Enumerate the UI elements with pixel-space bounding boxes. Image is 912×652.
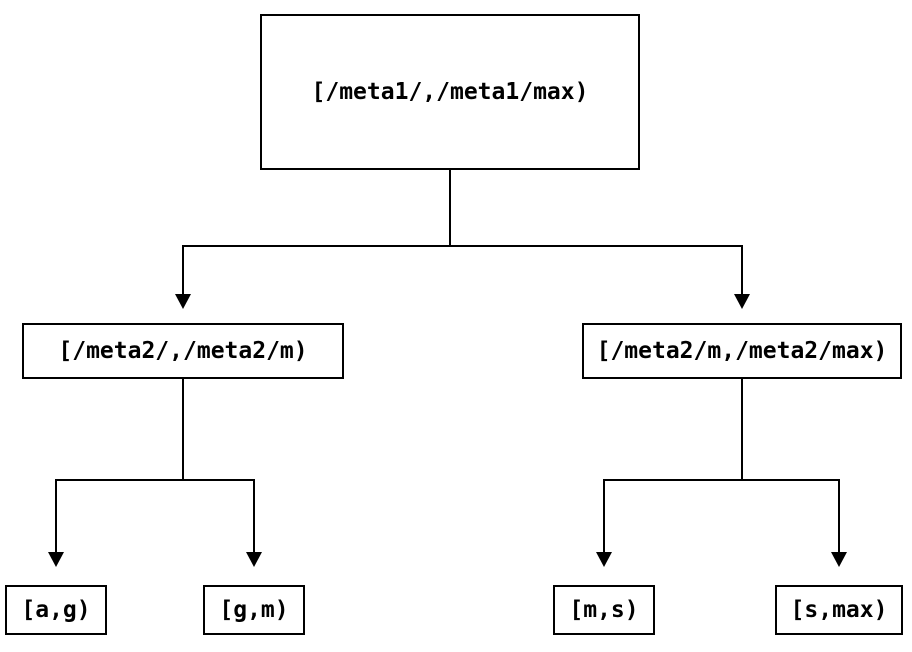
edge-root-to-left-drop (182, 245, 184, 294)
edge-meta2-left-stem (182, 379, 184, 481)
tree-node-meta2-left: [/meta2/,/meta2/m) (22, 323, 344, 379)
edge-meta2-left-split-bar (55, 479, 255, 481)
edge-right-to-smax-drop (838, 479, 840, 552)
tree-node-root: [/meta1/,/meta1/max) (260, 14, 640, 170)
tree-leaf-gm: [g,m) (203, 585, 305, 635)
arrowhead-down-icon (596, 552, 612, 567)
edge-root-to-right-drop (741, 245, 743, 294)
tree-leaf-smax-label: [s,max) (790, 597, 888, 623)
edge-meta2-right-split-bar (603, 479, 840, 481)
edge-meta2-right-stem (741, 379, 743, 481)
edge-right-to-ms-drop (603, 479, 605, 552)
tree-leaf-ms-label: [m,s) (569, 597, 639, 623)
tree-leaf-ms: [m,s) (553, 585, 655, 635)
arrowhead-down-icon (831, 552, 847, 567)
tree-node-meta2-right-label: [/meta2/m,/meta2/max) (596, 338, 888, 364)
tree-leaf-smax: [s,max) (775, 585, 903, 635)
tree-leaf-ag: [a,g) (5, 585, 107, 635)
edge-left-to-gm-drop (253, 479, 255, 552)
tree-node-meta2-left-label: [/meta2/,/meta2/m) (58, 338, 308, 364)
arrowhead-down-icon (48, 552, 64, 567)
arrowhead-down-icon (246, 552, 262, 567)
tree-node-meta2-right: [/meta2/m,/meta2/max) (582, 323, 902, 379)
tree-leaf-ag-label: [a,g) (21, 597, 91, 623)
edge-left-to-ag-drop (55, 479, 57, 552)
tree-leaf-gm-label: [g,m) (219, 597, 289, 623)
arrowhead-down-icon (734, 294, 750, 309)
arrowhead-down-icon (175, 294, 191, 309)
tree-node-root-label: [/meta1/,/meta1/max) (311, 79, 589, 105)
edge-root-split-bar (182, 245, 743, 247)
edge-root-stem (449, 170, 451, 247)
